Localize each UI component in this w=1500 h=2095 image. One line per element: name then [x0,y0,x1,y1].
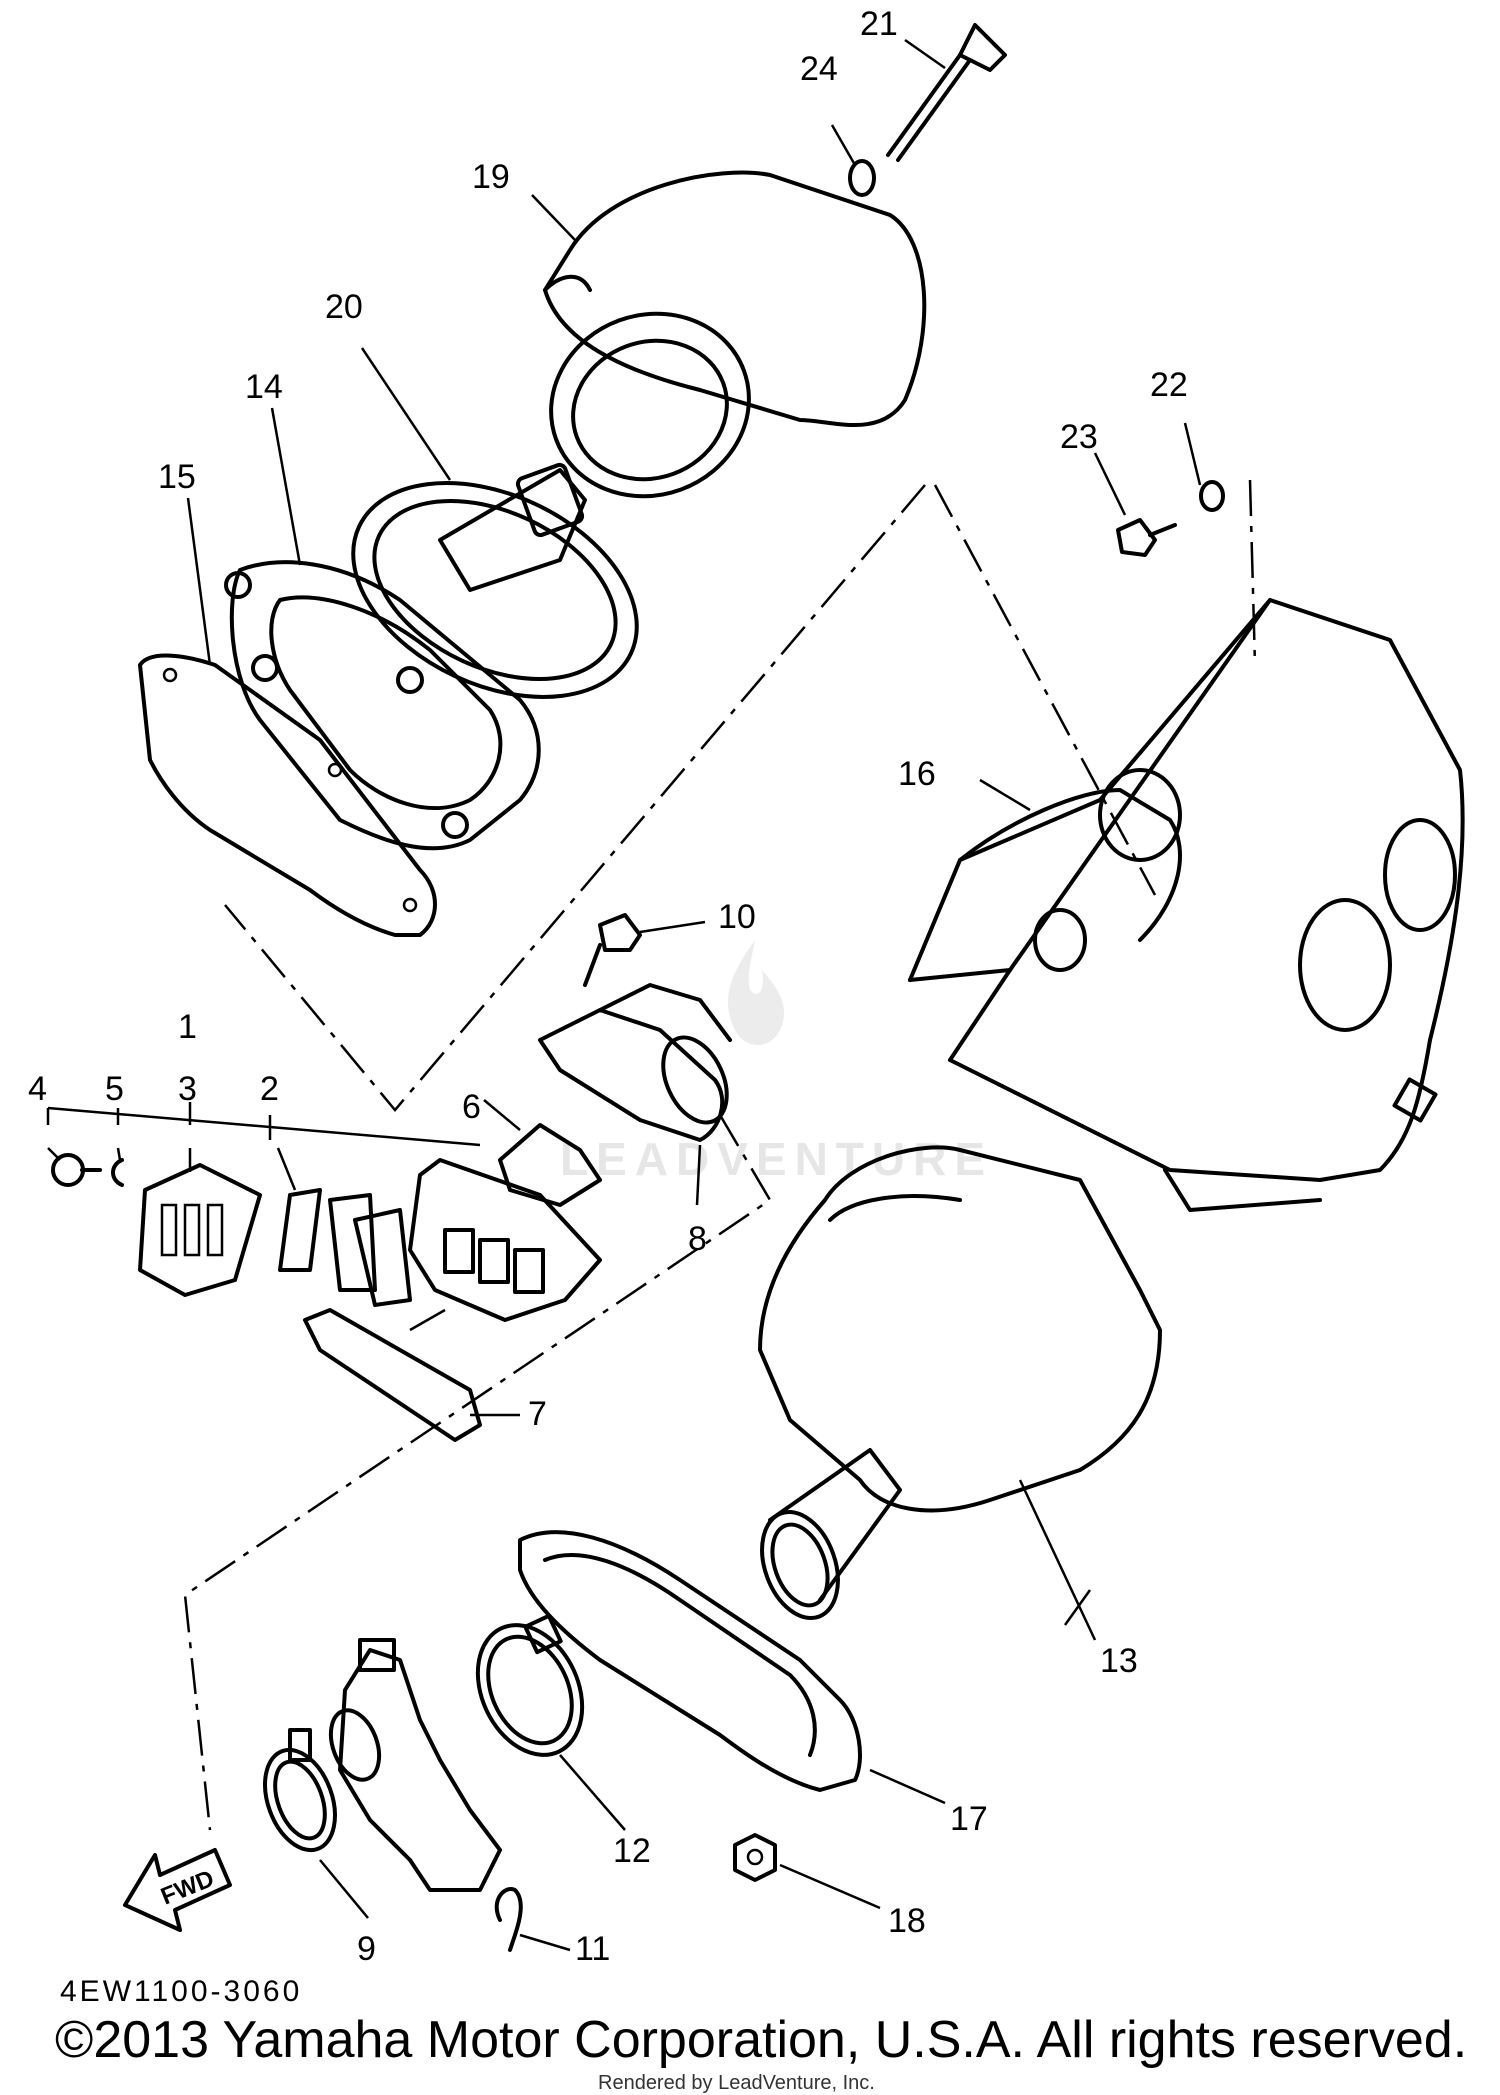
intake-duct-gasket [518,1530,862,1792]
callout-13: 13 [1100,1642,1138,1680]
callout-19: 19 [472,158,510,196]
callout-leader-lines [47,38,1202,1952]
screw-4 [51,1153,102,1187]
reed-assembly-bracket [46,1102,481,1147]
filter-case-cap [224,560,541,851]
callout-3: 3 [178,1070,197,1108]
callout-11: 11 [575,1930,610,1968]
callout-23: 23 [1060,418,1098,456]
clip-11 [494,1887,523,1952]
fwd-arrow: FWD [123,1848,232,1932]
assembly-reference-lines [183,479,1257,1831]
callout-22: 22 [1150,366,1188,404]
diagram-code: 4EW1100-3060 [60,1975,303,2008]
callout-numbers: 1 2 3 4 5 6 7 8 9 10 11 12 13 14 15 16 1… [28,5,1188,1968]
filter-guide [351,462,639,699]
carburetor-joint [538,983,732,1142]
intake-duct [758,1145,1162,1626]
callout-24: 24 [800,50,838,88]
reed-valve-stopper [498,1123,602,1207]
callout-2: 2 [260,1070,279,1108]
air-filter-element [543,170,927,499]
callout-1: 1 [178,1008,197,1046]
bolt-23 [1116,518,1177,557]
wing-bolt-21 [886,23,1007,162]
callout-20: 20 [325,288,363,326]
callout-8: 8 [688,1220,707,1258]
callout-21: 21 [860,5,898,43]
callout-5: 5 [105,1070,124,1108]
callout-15: 15 [158,458,196,496]
reed-valve-gasket [303,1308,482,1442]
callout-7: 7 [528,1395,547,1433]
callout-18: 18 [888,1902,926,1940]
washer-24 [848,159,876,197]
reed-valve-plate [138,1163,262,1297]
callout-17: 17 [950,1800,988,1838]
filter-cap-gasket [138,653,437,937]
washer-22 [1199,480,1225,512]
carburetor [328,1638,502,1892]
copyright-notice: ©2013 Yamaha Motor Corporation, U.S.A. A… [55,2011,1468,2069]
bolt-10 [583,913,706,987]
duct-clamp [475,1613,585,1757]
callout-4: 4 [28,1070,47,1108]
callout-9: 9 [357,1930,376,1968]
nut-18 [733,1833,777,1882]
callout-14: 14 [245,368,283,406]
callout-6: 6 [462,1088,481,1126]
flame-logo-watermark [727,940,785,1045]
leadventure-watermark: LEADVENTURE [560,1133,994,1185]
reed-petals [278,1188,412,1307]
rendered-by-notice: Rendered by LeadVenture, Inc. [598,2072,875,2094]
reed-valve-body [408,1158,602,1322]
lock-washer-5 [111,1158,124,1187]
callout-10: 10 [718,898,756,936]
callout-16: 16 [898,755,936,793]
air-filter-case [908,598,1465,1212]
callout-12: 12 [613,1832,651,1870]
carburetor-clamp [263,1728,337,1853]
